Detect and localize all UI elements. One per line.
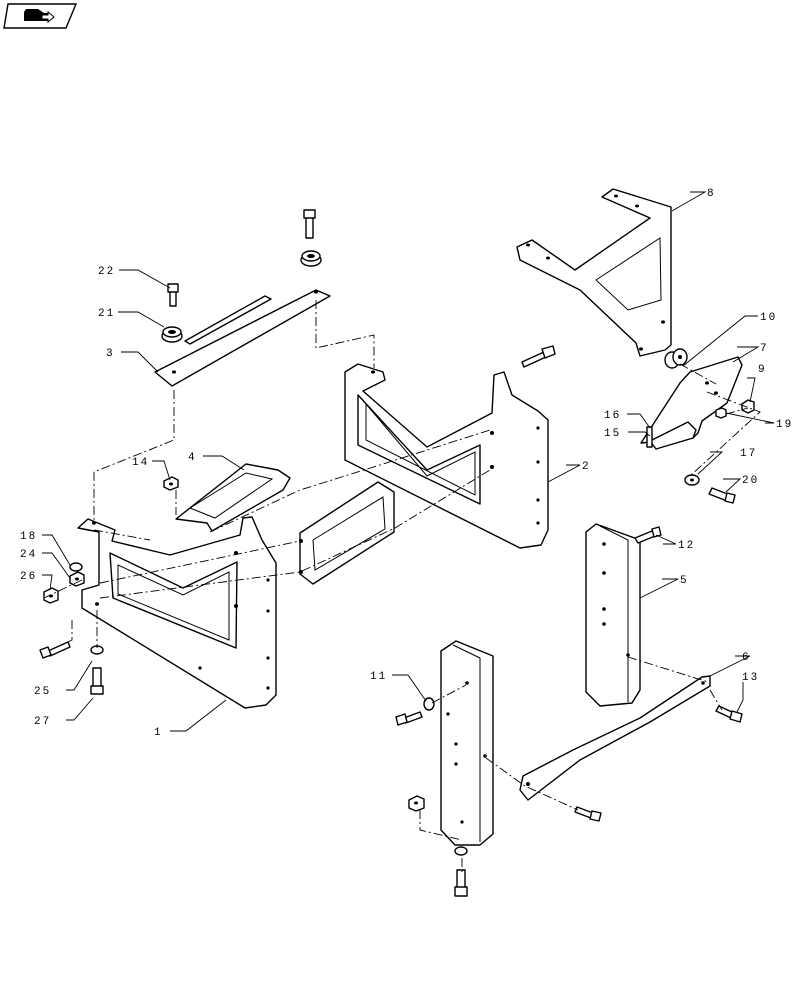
part-18-washer — [69, 562, 83, 572]
part-27-bolt — [90, 667, 104, 695]
callout-13: 13 — [742, 672, 759, 684]
callout-6: 6 — [742, 652, 751, 664]
callout-19: 19 — [776, 419, 793, 431]
part-15-screw — [646, 426, 653, 448]
callout-labels: 1 2 3 4 5 6 7 8 9 10 11 12 13 14 15 16 1… — [20, 188, 793, 739]
callout-27: 27 — [34, 716, 51, 728]
return-button[interactable] — [3, 3, 78, 29]
bolt-left-part-1 — [39, 641, 71, 659]
part-8-mounting-plate — [516, 188, 672, 357]
part-1-support-bracket — [77, 516, 277, 709]
callout-15: 15 — [604, 428, 621, 440]
callout-12: 12 — [678, 540, 695, 552]
part-20-bolt — [708, 487, 736, 504]
callout-1: 1 — [154, 727, 163, 739]
part-9-nut — [741, 399, 755, 414]
part-7-small-bracket — [640, 356, 743, 450]
part-3-bracket-plate — [154, 289, 331, 387]
callout-25: 25 — [34, 686, 51, 698]
part-26-nut — [43, 587, 59, 604]
part-4-small-bracket — [175, 463, 291, 532]
part-24-nut — [69, 571, 85, 587]
part-12-bolt — [634, 526, 662, 544]
part-22-bolt-left — [167, 283, 179, 307]
callout-17: 17 — [740, 448, 757, 460]
part-22-bolt-right — [303, 209, 316, 239]
part-6-strut — [519, 675, 711, 801]
washer-lower — [454, 846, 468, 856]
part-10-isolator — [664, 348, 688, 369]
callout-7: 7 — [760, 343, 769, 355]
callout-2: 2 — [582, 461, 591, 473]
callout-11: 11 — [370, 671, 387, 683]
part-2-mounting-bracket — [344, 363, 549, 549]
callout-10: 10 — [760, 312, 777, 324]
part-14-nut — [163, 476, 179, 491]
callout-16: 16 — [604, 410, 621, 422]
callout-leaders — [42, 191, 775, 732]
bolt-lower — [454, 869, 468, 897]
part-21-isolator-right — [300, 250, 322, 267]
callout-14: 14 — [132, 457, 149, 469]
callout-8: 8 — [707, 188, 716, 200]
nut-lower — [408, 795, 425, 812]
callout-9: 9 — [758, 364, 767, 376]
part-17-washer — [684, 474, 700, 486]
callout-22: 22 — [98, 266, 115, 278]
callout-3: 3 — [106, 348, 115, 360]
part-6-bolt — [574, 806, 602, 822]
callout-5: 5 — [680, 575, 689, 587]
callout-21: 21 — [98, 308, 115, 320]
callout-26: 26 — [20, 571, 37, 583]
callout-18: 18 — [20, 531, 37, 543]
part-2-bolt — [521, 345, 556, 368]
return-arrow-icon — [24, 9, 55, 24]
callout-20: 20 — [742, 475, 759, 487]
part-19-nut — [715, 407, 727, 419]
bolt-lower-left — [395, 711, 423, 726]
part-21-isolator-left — [161, 326, 183, 343]
callout-4: 4 — [188, 452, 197, 464]
part-13-bolt — [715, 705, 743, 723]
lower-channel — [440, 640, 494, 846]
part-11-washer — [423, 697, 435, 711]
callout-24: 24 — [20, 549, 37, 561]
part-5-upright-channel — [585, 523, 641, 707]
spacer-block — [299, 481, 395, 585]
assembly-lines — [43, 300, 761, 875]
